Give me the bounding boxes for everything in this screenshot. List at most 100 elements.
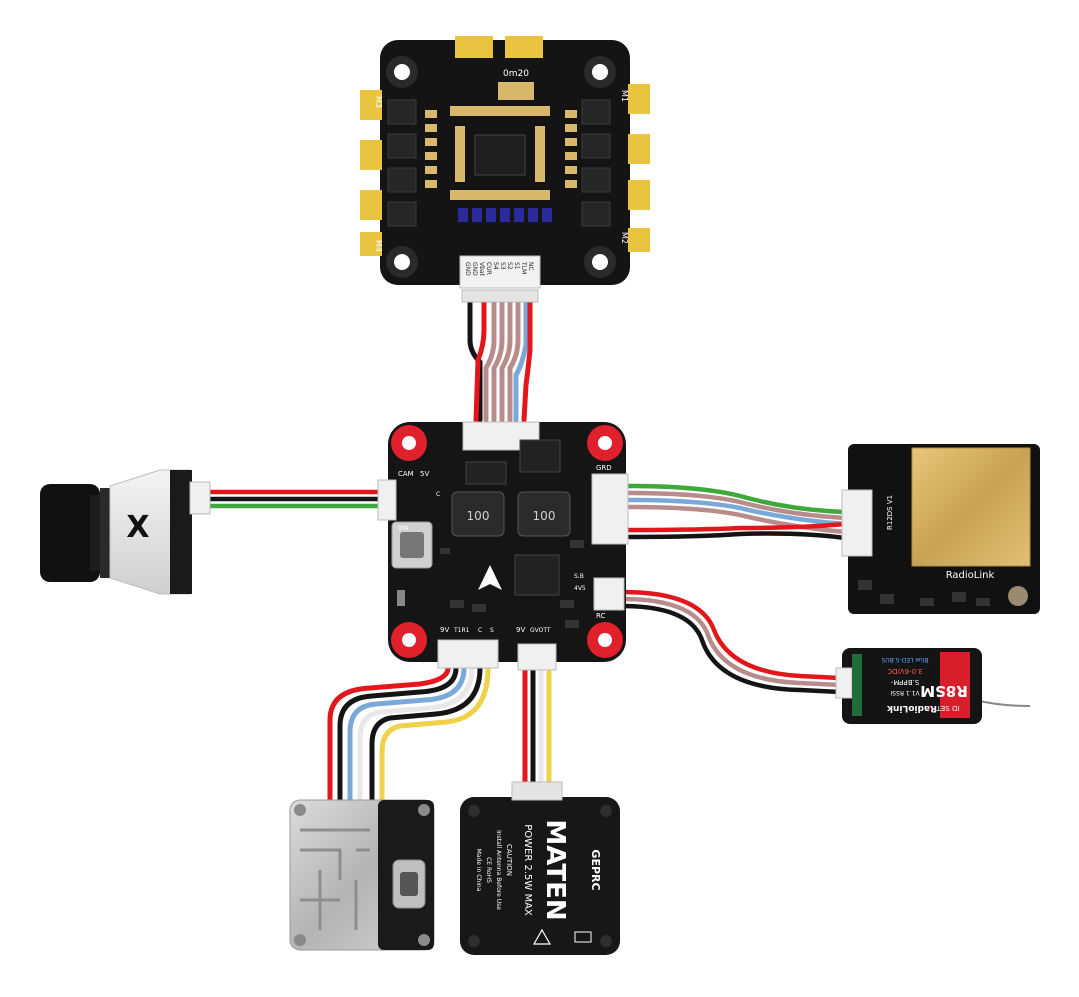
- receiver-small-model: R8SM: [920, 682, 968, 700]
- fc-inductor-right: [517, 491, 571, 537]
- esc-motor-label-m4: M4: [374, 240, 383, 252]
- esc-signal-pads: [458, 208, 552, 222]
- receiver-small-id-set: ID SET: [936, 704, 960, 712]
- svg-text:GND: GND: [464, 262, 471, 276]
- vtx-digital: [289, 799, 435, 951]
- fc-label-rc: RC: [596, 612, 606, 620]
- svg-text:NC: NC: [527, 262, 534, 271]
- fc-label-9v-a: 9V: [440, 626, 449, 634]
- receiver-large-connector[interactable]: [841, 489, 873, 557]
- receiver-small-label-red: [940, 652, 970, 718]
- receiver-large-brand: RadioLink: [946, 570, 995, 581]
- fc-rx-port[interactable]: [591, 473, 629, 545]
- esc-motor-label-m3: M3: [374, 96, 383, 108]
- fc-label-c2: C: [478, 627, 482, 634]
- fc-label-vin: VIN: [398, 525, 408, 532]
- receiver-small-cable: [621, 589, 841, 695]
- receiver-small-line2: 3.0-6V/DC: [887, 667, 923, 675]
- fc-chip-mid: [465, 461, 507, 485]
- esc-battery-pads: [455, 36, 543, 58]
- vtx-maten-brand: GEPRC: [589, 849, 602, 890]
- vtx-maten-antenna-icon: [574, 931, 592, 943]
- fc-small-components: [440, 540, 584, 628]
- vtx-maten: MATEN POWER 2.5W MAX GEPRC CAUTION Insta…: [460, 781, 620, 955]
- fc-label-t1r1: T1R1: [453, 627, 470, 634]
- esc-connector[interactable]: [459, 255, 541, 289]
- fc-inductor-left: [451, 491, 505, 537]
- vtx-maten-made: Made in China: [475, 849, 482, 892]
- fc-boot-button[interactable]: [397, 590, 405, 606]
- receiver-small-connector[interactable]: [835, 667, 853, 699]
- camera-logo: X: [126, 510, 149, 545]
- camera-connector[interactable]: [189, 481, 211, 515]
- vtx-maten-cert: CE RoHS: [485, 857, 492, 883]
- fc-chip-top: [519, 439, 561, 473]
- esc-marking: 0m20: [503, 69, 529, 79]
- receiver-large-components: [858, 580, 990, 606]
- fc-cam-port[interactable]: [377, 479, 397, 521]
- esc-motor-pads-right: [628, 84, 650, 252]
- fpv-camera: X: [40, 469, 211, 595]
- esc-connector-pin-labels: GND GND Vbat CUR S4 S3 S2 S1 TLM NC: [464, 261, 534, 277]
- receiver-small-line3: S.BPPM-: [890, 678, 919, 686]
- esc-capacitors: [425, 106, 577, 200]
- svg-text:S3: S3: [499, 262, 506, 270]
- fc-label-5v: 5V: [420, 470, 429, 478]
- fc-label-c: C: [436, 491, 440, 498]
- receiver-small-line4: V1.1 RSSI: [890, 689, 919, 696]
- fc-label-s: S: [490, 627, 494, 634]
- receiver-large-shield: [911, 447, 1031, 567]
- esc-motor-label-m2: M2: [620, 232, 629, 244]
- svg-text:TLM: TLM: [520, 261, 527, 274]
- esc-mosfets: [387, 99, 611, 227]
- fc-label-cam: CAM: [398, 470, 414, 478]
- svg-text:GND: GND: [471, 262, 478, 276]
- receiver-large-marking: R12DS V1: [886, 495, 894, 530]
- fc-mount-holes: [391, 425, 623, 658]
- esc-shunt: [498, 82, 534, 100]
- receiver-small: R8SM RadioLink ID SET Blue LED-S.BUS 3.0…: [835, 648, 1031, 724]
- receiver-large: RadioLink R12DS V1: [841, 444, 1040, 614]
- flight-controller: 100 100 CAM 5V VIN C GRD S.B 4V5 RC 9V T…: [377, 421, 629, 671]
- vtx-left-cable: [327, 667, 491, 800]
- fc-logo-arrow-icon: [478, 565, 502, 590]
- camera-cable: [210, 489, 385, 509]
- receiver-small-brand: RadioLink: [886, 703, 937, 713]
- fc-rc-port[interactable]: [593, 577, 625, 611]
- fc-vtx-analog-port[interactable]: [517, 643, 557, 671]
- receiver-large-button[interactable]: [1008, 586, 1028, 606]
- vtx-maten-warning-icon: [532, 928, 552, 945]
- fc-vtx-digital-port[interactable]: [437, 639, 499, 669]
- svg-text:S4: S4: [492, 262, 499, 270]
- receiver-small-line1: Blue LED-S.BUS: [881, 656, 928, 663]
- fc-inductor-left-label: 100: [467, 509, 490, 523]
- fc-label-grd: GRD: [596, 464, 612, 472]
- vtx-maten-caution: CAUTION: [505, 844, 513, 876]
- vtx-maten-connector[interactable]: [511, 781, 563, 801]
- fc-label-sbus: S.B: [574, 573, 584, 580]
- esc-board: 0m20 M3 M4 M1 M2 GND GND Vbat CUR S4 S3 …: [360, 36, 650, 303]
- fc-label-9v-b: 9V: [516, 626, 525, 634]
- fc-label-gvott: GVOTT: [530, 627, 551, 634]
- fc-inductor-right-label: 100: [533, 509, 556, 523]
- esc-fc-cable: [467, 297, 533, 423]
- svg-text:Vbat: Vbat: [478, 262, 485, 277]
- esc-mcu-chip: [474, 134, 526, 176]
- esc-motor-label-m1: M1: [620, 90, 629, 102]
- esc-motor-pads-left: [360, 90, 382, 256]
- svg-text:CUR: CUR: [485, 262, 492, 275]
- fc-label-4v5: 4V5: [574, 585, 586, 592]
- receiver-small-antenna: [974, 699, 1031, 707]
- receiver-large-cable: [627, 483, 846, 541]
- fc-mcu: [514, 554, 560, 596]
- esc-mount-holes: [386, 56, 616, 278]
- vtx-maten-caution-text: Install Antenna Before Use: [495, 830, 502, 910]
- vtx-maten-model: MATEN: [540, 819, 570, 920]
- esc-plug: [461, 289, 539, 303]
- svg-text:S1: S1: [513, 262, 520, 270]
- receiver-small-pcb-edge: [852, 654, 862, 716]
- vtx-right-cable: [522, 668, 552, 795]
- vtx-maten-power: POWER 2.5W MAX: [522, 824, 533, 916]
